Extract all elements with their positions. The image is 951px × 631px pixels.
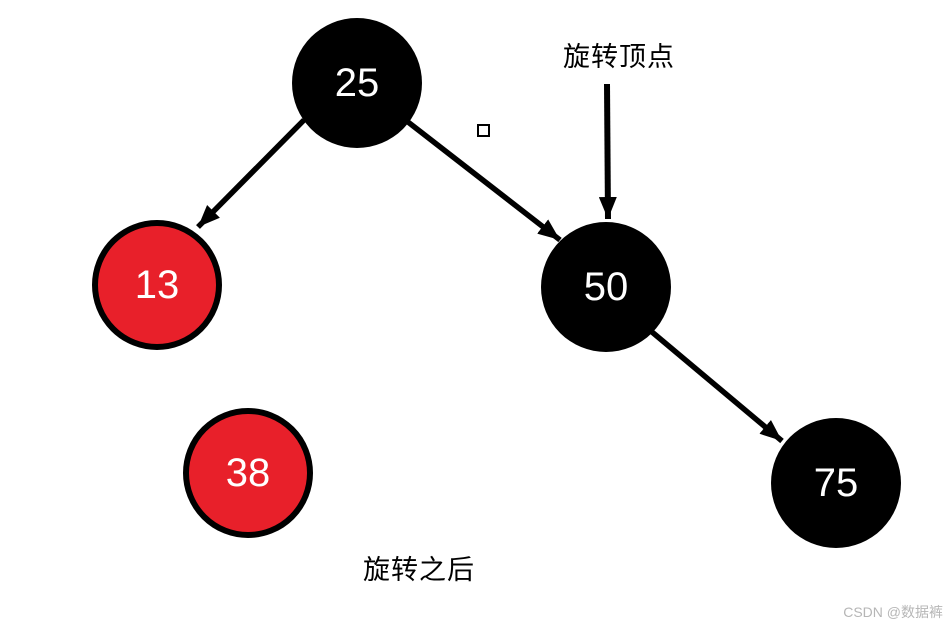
tree-node-25-label: 25 — [334, 61, 380, 105]
edge-25-to-13 — [196, 118, 306, 229]
tree-node-38-label: 38 — [225, 451, 271, 495]
tree-node-50-label: 50 — [583, 265, 629, 309]
csdn-watermark: CSDN @数据裤 — [843, 604, 943, 620]
tree-node-75: 75 — [771, 418, 901, 548]
edge-50-to-75 — [650, 329, 784, 444]
tree-node-50: 50 — [541, 222, 671, 352]
small-square-marker — [477, 124, 490, 137]
tree-node-75-label: 75 — [813, 461, 859, 505]
tree-node-13: 13 — [92, 220, 222, 350]
rotation-vertex-pointer-arrow — [598, 83, 617, 220]
rotation-vertex-label: 旋转顶点 — [563, 42, 675, 72]
tree-node-25: 25 — [292, 18, 422, 148]
after-rotation-caption: 旋转之后 — [363, 555, 475, 585]
tree-node-38: 38 — [183, 408, 313, 538]
edge-25-to-50 — [406, 119, 562, 243]
tree-node-13-label: 13 — [134, 263, 180, 307]
